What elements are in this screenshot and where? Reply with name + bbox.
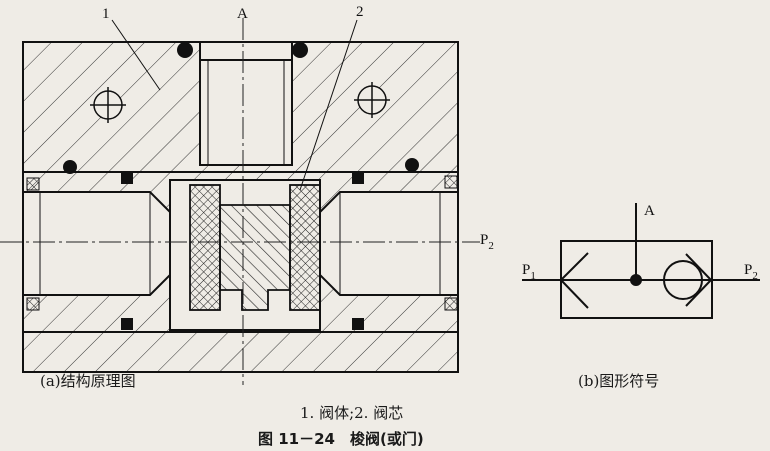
bolt-hole-right [354,82,390,118]
valve-body-cover [22,41,459,173]
symbol-port-p1: P1 [522,262,536,282]
figure-title: 图 11－24 梭阀(或门) [258,430,424,448]
caption-legend: 1. 阀体;2. 阀芯 [300,404,404,422]
symbol-port-p2: P2 [744,262,758,282]
symbol-port-a: A [644,203,655,219]
part-label-2: 2 [356,4,364,20]
caption-symbol: (b)图形符号 [578,372,660,390]
bolt-hole-left [90,87,126,123]
port-label-p2: P2 [480,232,494,252]
center-lines [0,18,480,385]
caption-structure: (a)结构原理图 [40,372,136,390]
valve-spool [189,179,321,311]
shuttle-valve-symbol [522,203,760,319]
o-ring-seals [26,42,458,330]
port-label-a: A [237,6,248,22]
part-label-1: 1 [102,6,110,22]
leader-lines [111,19,358,191]
